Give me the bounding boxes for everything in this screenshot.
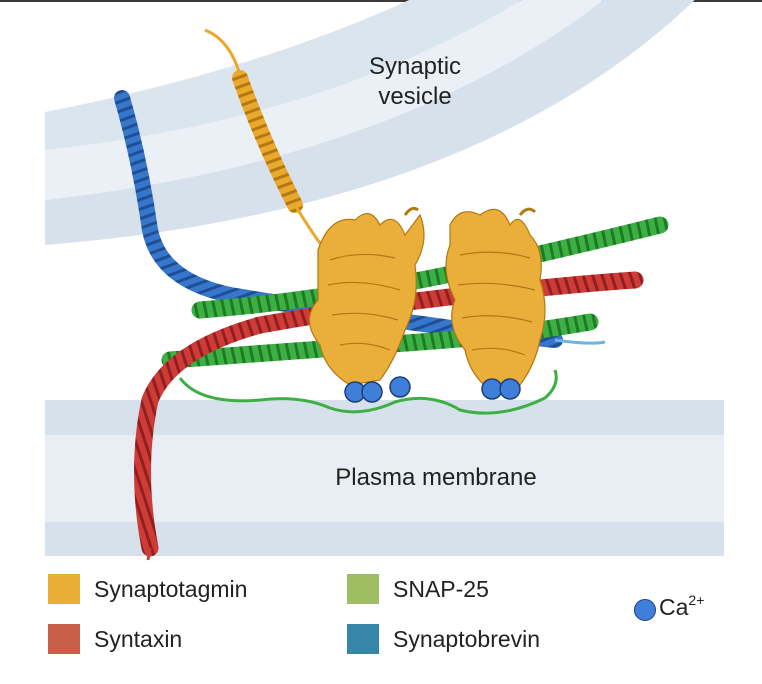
plasma-membrane (45, 400, 724, 556)
calcium-ion (481, 378, 503, 400)
legend-label-syntaxin: Syntaxin (94, 625, 183, 652)
vesicle-label-line2: vesicle (378, 83, 452, 110)
legend-item-synaptotagmin: Synaptotagmin (48, 572, 247, 606)
synaptotagmin-c2b-domain (445, 207, 546, 391)
legend-item-synaptobrevin: Synaptobrevin (347, 622, 540, 656)
calcium-ion (499, 378, 521, 400)
plasma-membrane-label: Plasma membrane (335, 464, 537, 491)
synaptic-vesicle-membrane (45, 0, 695, 245)
legend-label-synaptobrevin: Synaptobrevin (393, 625, 541, 652)
vesicle-label-line1: Synaptic (368, 53, 462, 80)
synaptic-vesicle-label: Synaptic vesicle (330, 52, 500, 112)
syntaxin-swatch (48, 624, 80, 654)
legend-label-snap25: SNAP-25 (393, 575, 489, 602)
snap25-swatch (347, 574, 379, 604)
calcium-ion (389, 376, 411, 398)
calcium-ion (361, 381, 383, 403)
snap25-linker-loop (178, 369, 558, 415)
calcium-ion-icon (634, 599, 656, 621)
synaptobrevin-swatch (347, 624, 379, 654)
calcium-ions (344, 376, 521, 403)
legend-item-syntaxin: Syntaxin (48, 622, 182, 656)
synaptotagmin-c2a-domain (308, 206, 425, 386)
legend-label-calcium: Ca2+ (659, 592, 705, 620)
legend-label-synaptotagmin: Synaptotagmin (94, 575, 248, 602)
legend-item-snap25: SNAP-25 (347, 572, 489, 606)
legend-item-calcium: Ca2+ (634, 592, 705, 621)
top-rule (0, 0, 762, 2)
synaptotagmin-swatch (48, 574, 80, 604)
